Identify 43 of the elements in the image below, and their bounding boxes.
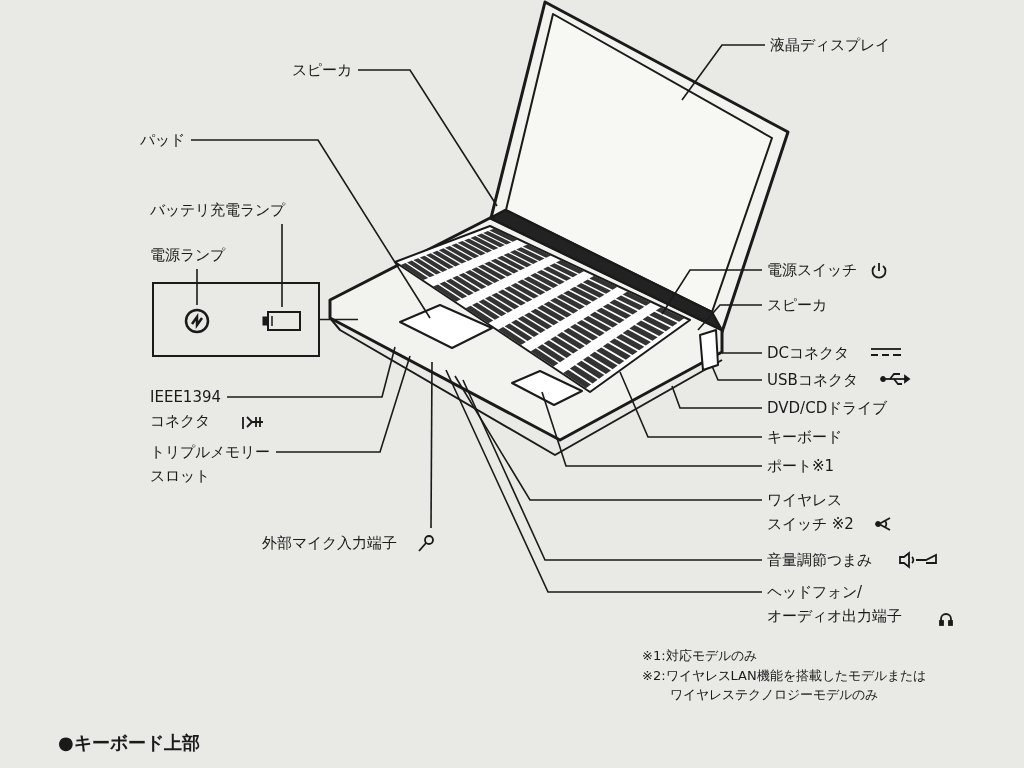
footnote: ※1:対応モデルのみ bbox=[642, 647, 757, 665]
footnote: ※2:ワイヤレスLAN機能を搭載したモデルまたはワイヤレステクノロジーモデルのみ bbox=[642, 667, 926, 704]
leader-line bbox=[454, 375, 763, 501]
leader-line bbox=[661, 269, 763, 315]
part-label: 液晶ディスプレイ bbox=[770, 33, 890, 57]
part-label: キーボード bbox=[767, 425, 842, 449]
leader-line bbox=[541, 391, 763, 467]
part-label: 電源ランプ bbox=[150, 243, 225, 267]
section-heading: ●キーボード上部 bbox=[58, 733, 200, 752]
leader-line bbox=[357, 69, 498, 207]
leader-line bbox=[196, 268, 198, 306]
leader-line bbox=[721, 352, 763, 354]
power-lamp-icon bbox=[182, 306, 212, 336]
leader-line bbox=[681, 44, 766, 101]
leader-line bbox=[462, 379, 763, 561]
part-label: スピーカ bbox=[767, 293, 827, 317]
part-label: 音量調節つまみ bbox=[767, 548, 872, 572]
leader-line bbox=[190, 139, 431, 319]
part-label: 電源スイッチ bbox=[767, 258, 857, 282]
part-label: トリプルメモリースロット bbox=[150, 440, 270, 488]
part-label: ワイヤレススイッチ ※2 bbox=[767, 488, 854, 536]
leader-line bbox=[711, 365, 763, 381]
leader-line bbox=[281, 223, 283, 308]
leader-line bbox=[275, 355, 411, 453]
part-label: IEEE1394コネクタ bbox=[150, 385, 222, 433]
leader-line bbox=[319, 318, 359, 321]
battery-icon bbox=[262, 308, 302, 334]
part-label: USBコネクタ bbox=[767, 368, 858, 392]
part-label: パッド bbox=[140, 128, 185, 152]
part-label: ヘッドフォン/オーディオ出力端子 bbox=[767, 580, 902, 628]
leader-line bbox=[619, 371, 763, 438]
leader-line bbox=[445, 369, 763, 593]
part-label: バッテリ充電ランプ bbox=[150, 198, 285, 222]
leader-line bbox=[671, 385, 763, 409]
leader-line bbox=[430, 361, 433, 529]
leader-line bbox=[226, 346, 396, 398]
part-label: 外部マイク入力端子 bbox=[262, 531, 397, 555]
part-label: DVD/CDドライブ bbox=[767, 396, 888, 420]
part-label: スピーカ bbox=[292, 58, 352, 82]
part-label: DCコネクタ bbox=[767, 341, 850, 365]
part-label: ポート※1 bbox=[767, 454, 835, 478]
leader-line bbox=[697, 304, 763, 331]
indicator-panel bbox=[152, 282, 320, 357]
